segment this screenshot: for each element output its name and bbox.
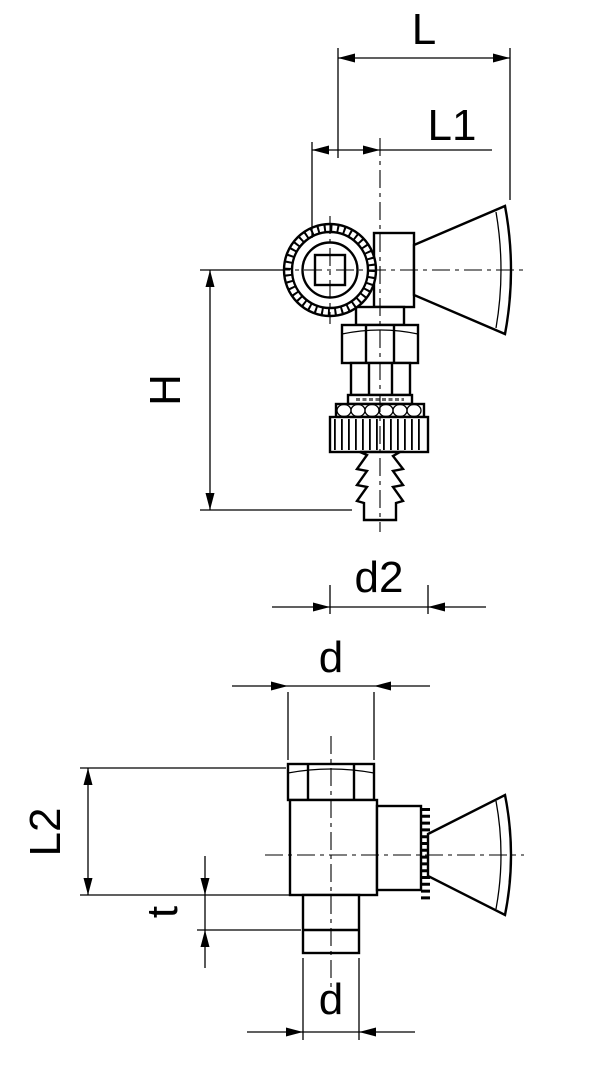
dimension-L: L	[337, 5, 511, 200]
dimension-label-t: t	[138, 906, 187, 918]
handle-mount-plate	[375, 804, 423, 892]
dimension-d2: d2	[272, 553, 486, 614]
dimension-L1: L1	[311, 101, 492, 238]
centerlines	[265, 138, 524, 988]
valve-handle-side	[412, 204, 513, 336]
hose-barb	[354, 450, 406, 522]
dimension-label-H: H	[141, 374, 190, 406]
dimension-label-d-top: d	[319, 633, 343, 682]
handle-cone	[412, 204, 513, 336]
knurled-ring	[328, 415, 430, 454]
dimension-L2: L2	[21, 767, 300, 896]
front-view: d L2 t d	[21, 633, 513, 1040]
dimension-label-d2: d2	[355, 553, 404, 602]
dimension-label-d-bottom: d	[319, 975, 343, 1024]
dimension-label-L1: L1	[428, 101, 477, 150]
dimension-d-bottom: d	[247, 958, 415, 1040]
dimension-label-L: L	[412, 5, 436, 54]
valve-body-front	[288, 798, 423, 897]
side-view: L L1 H d2	[141, 5, 513, 614]
dimension-label-L2: L2	[21, 808, 70, 857]
dimension-H: H	[141, 269, 352, 511]
dimension-d-top: d	[232, 633, 430, 760]
dimension-t: t	[138, 856, 301, 968]
